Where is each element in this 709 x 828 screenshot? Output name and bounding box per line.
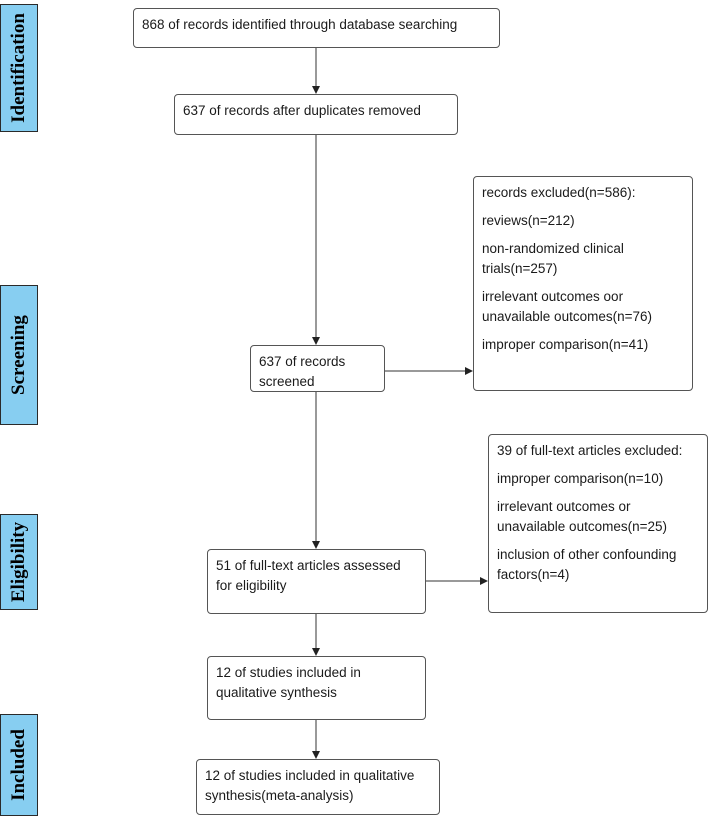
box-meta-analysis: 12 of studies included in qualitative sy… [196,759,440,815]
excluded-irrelevant: irrelevant outcomes oor unavailable outc… [482,287,684,327]
meta-analysis-line1: 12 of studies included in qualitative [205,768,415,783]
phase-eligibility: Eligibility [0,514,38,610]
full-text-assessed-line1: 51 of full-text articles assessed [216,558,401,573]
excluded-irrelevant-line2: unavailable outcomes(n=76) [482,309,652,324]
excluded-irrelevant-line1: irrelevant outcomes oor [482,289,624,304]
box-records-excluded: records excluded(n=586): reviews(n=212) … [473,176,693,391]
after-duplicates-text: 637 of records after duplicates removed [183,103,421,118]
phase-screening: Screening [0,285,38,425]
phase-identification: Identification [0,4,38,132]
box-qualitative-synthesis: 12 of studies included in qualitative sy… [207,656,426,720]
meta-analysis-line2: synthesis(meta-analysis) [205,788,354,803]
records-identified-text: 868 of records identified through databa… [142,17,458,32]
excluded-nonrandomized-line1: non-randomized clinical [482,241,624,256]
excluded-nonrandomized-line2: trials(n=257) [482,261,558,276]
qualitative-synthesis-line1: 12 of studies included in [216,665,361,680]
full-text-excluded-title: 39 of full-text articles excluded: [497,443,683,458]
box-full-text-excluded: 39 of full-text articles excluded: impro… [488,434,708,613]
excluded-nonrandomized: non-randomized clinical trials(n=257) [482,239,684,279]
fulltext-excluded-confounding-line1: inclusion of other confounding [497,547,677,562]
fulltext-excluded-irrelevant: irrelevant outcomes or unavailable outco… [497,497,699,537]
fulltext-excluded-confounding-line2: factors(n=4) [497,567,570,582]
phase-included: Included [0,714,38,816]
fulltext-excluded-confounding: inclusion of other confounding factors(n… [497,545,699,585]
excluded-improper: improper comparison(n=41) [482,337,649,352]
fulltext-excluded-improper: improper comparison(n=10) [497,471,664,486]
fulltext-excluded-irrelevant-line2: unavailable outcomes(n=25) [497,519,667,534]
box-records-screened: 637 of records screened [250,345,385,392]
records-screened-text: 637 of records screened [259,354,346,389]
records-excluded-title: records excluded(n=586): [482,185,636,200]
box-records-identified: 868 of records identified through databa… [133,8,500,48]
full-text-assessed-line2: for eligibility [216,578,287,593]
excluded-reviews: reviews(n=212) [482,213,575,228]
qualitative-synthesis-line2: qualitative synthesis [216,685,337,700]
box-after-duplicates: 637 of records after duplicates removed [174,94,458,135]
fulltext-excluded-irrelevant-line1: irrelevant outcomes or [497,499,631,514]
box-full-text-assessed: 51 of full-text articles assessed for el… [207,549,426,614]
